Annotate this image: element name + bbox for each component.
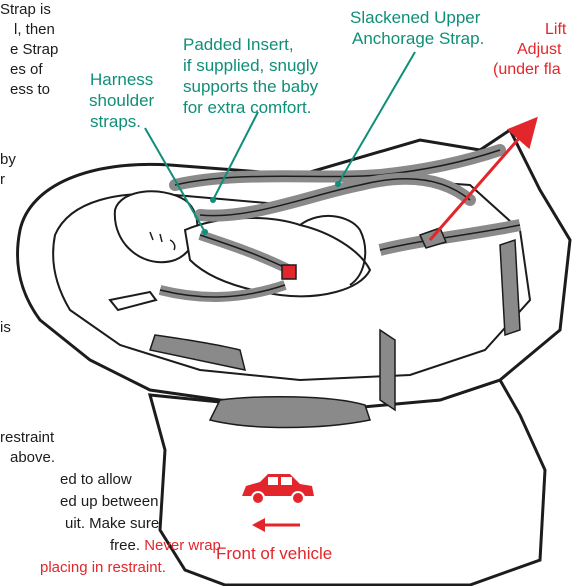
harness-label-2: shoulder [89, 91, 154, 110]
lift-label-2: Adjust [517, 40, 561, 59]
upper-strap-label-1: Slackened Upper [350, 8, 480, 27]
front-of-vehicle-label: Front of vehicle [216, 544, 332, 563]
left-fragment-4: es of [10, 60, 43, 79]
lift-label-3: (under fla [493, 60, 561, 79]
bottom-line-6-plain: free. [110, 537, 140, 554]
upper-strap-label-2: Anchorage Strap. [352, 29, 484, 48]
padded-insert-label-3: supports the baby [183, 77, 318, 96]
harness-label-3: straps. [90, 112, 141, 131]
lift-label-1: Lift [545, 20, 566, 39]
left-fragment-7: r [0, 170, 5, 189]
bottom-line-4: ed up between [60, 492, 158, 511]
bottom-line-2: above. [10, 448, 55, 467]
left-fragment-8: is [0, 318, 11, 337]
padded-insert-label-2: if supplied, snugly [183, 56, 318, 75]
left-fragment-1: Strap is [0, 0, 51, 19]
left-fragment-3: e Strap [10, 40, 58, 59]
bottom-line-6: free. Never wrap [110, 536, 221, 555]
left-fragment-2: l, then [14, 20, 55, 39]
left-fragment-6: by [0, 150, 16, 169]
harness-label-1: Harness [90, 70, 153, 89]
harness-buckle [282, 265, 296, 279]
bottom-line-1: restraint [0, 428, 54, 447]
warning-placing: placing in restraint. [40, 558, 166, 577]
bottom-line-3: ed to allow [60, 470, 132, 489]
left-fragment-5: ess to [10, 80, 50, 99]
warning-never-wrap: Never wrap [144, 537, 221, 554]
padded-insert-label-4: for extra comfort. [183, 98, 311, 117]
bottom-line-5: uit. Make sure [65, 514, 159, 533]
padded-insert-label-1: Padded Insert, [183, 35, 294, 54]
